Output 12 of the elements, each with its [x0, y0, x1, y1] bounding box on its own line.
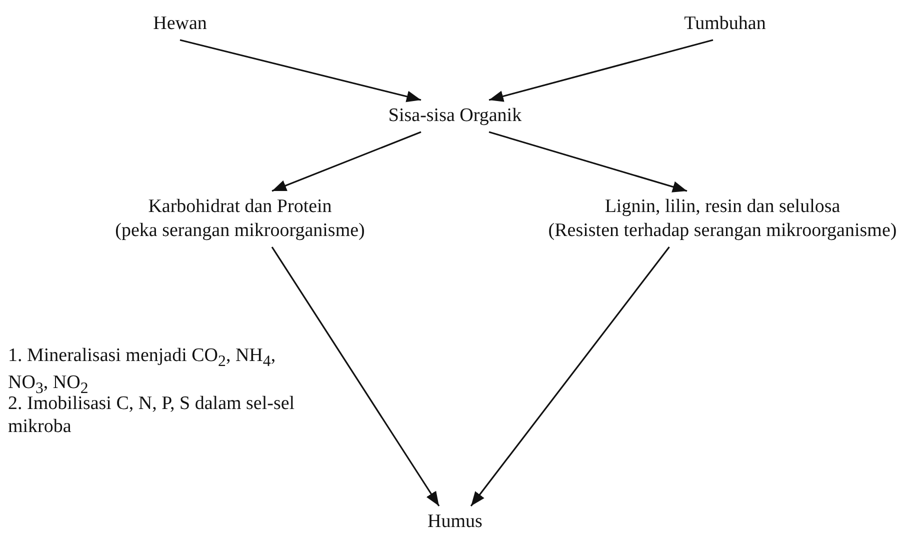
node-text: Karbohidrat dan Protein (peka serangan mikroorganisme) [80, 195, 400, 242]
arrow [271, 246, 440, 506]
arrow [488, 39, 714, 102]
node-text: Humus [415, 510, 495, 534]
arrow [470, 246, 670, 506]
node-text: Sisa-sisa Organik [370, 104, 540, 128]
arrow [180, 39, 422, 102]
node-text: Tumbuhan [665, 12, 785, 36]
arrow [272, 131, 422, 192]
node-text: Hewan [130, 12, 230, 36]
node-text: Lignin, lilin, resin dan selulosa (Resisten terhadap serangan mikroorganisme) [545, 195, 900, 242]
arrow [488, 131, 688, 192]
